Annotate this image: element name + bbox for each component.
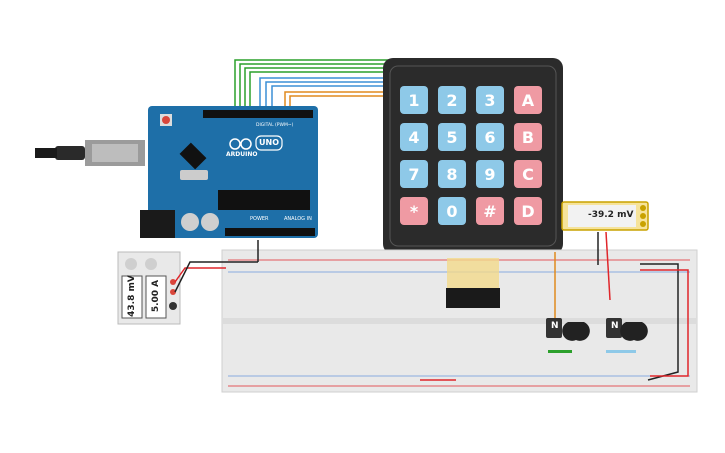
usb-cable[interactable] — [35, 140, 145, 166]
key-7[interactable]: 7 — [400, 160, 428, 188]
key-0[interactable]: 0 — [438, 197, 466, 225]
key-6[interactable]: 6 — [476, 123, 504, 151]
keypad: 1 2 3 A 4 5 6 B 7 8 9 C * 0 # D — [400, 86, 560, 236]
digital-label: DIGITAL (PWM~) — [256, 123, 294, 128]
key-5[interactable]: 5 — [438, 123, 466, 151]
key-c[interactable]: C — [514, 160, 542, 188]
transistor-left[interactable] — [546, 318, 590, 353]
keypad-connector[interactable] — [446, 258, 500, 308]
key-b[interactable]: B — [514, 123, 542, 151]
arduino-logo-text: UNO — [259, 138, 279, 147]
key-1[interactable]: 1 — [400, 86, 428, 114]
key-star[interactable]: * — [400, 197, 428, 225]
arduino-logo — [229, 135, 283, 151]
multimeter[interactable] — [561, 201, 649, 231]
keypad-wires[interactable] — [234, 59, 390, 112]
transistor-right-label: N — [611, 321, 619, 331]
power-wires[interactable] — [174, 231, 689, 381]
key-4[interactable]: 4 — [400, 123, 428, 151]
key-d[interactable]: D — [514, 197, 542, 225]
power-supply-current: 5.00 A — [151, 279, 161, 313]
power-supply[interactable] — [117, 251, 181, 325]
key-a[interactable]: A — [514, 86, 542, 114]
multimeter-reading: -39.2 mV — [588, 210, 634, 220]
arduino-brand: ARDUINO — [226, 151, 258, 158]
power-label: POWER — [250, 216, 269, 222]
key-2[interactable]: 2 — [438, 86, 466, 114]
transistor-right[interactable] — [606, 318, 648, 353]
key-3[interactable]: 3 — [476, 86, 504, 114]
transistor-left-label: N — [551, 321, 559, 331]
key-hash[interactable]: # — [476, 197, 504, 225]
analog-label: ANALOG IN — [284, 216, 312, 222]
key-8[interactable]: 8 — [438, 160, 466, 188]
arduino-board[interactable] — [140, 106, 318, 238]
key-9[interactable]: 9 — [476, 160, 504, 188]
power-supply-voltage: 43.8 mV — [127, 275, 137, 317]
